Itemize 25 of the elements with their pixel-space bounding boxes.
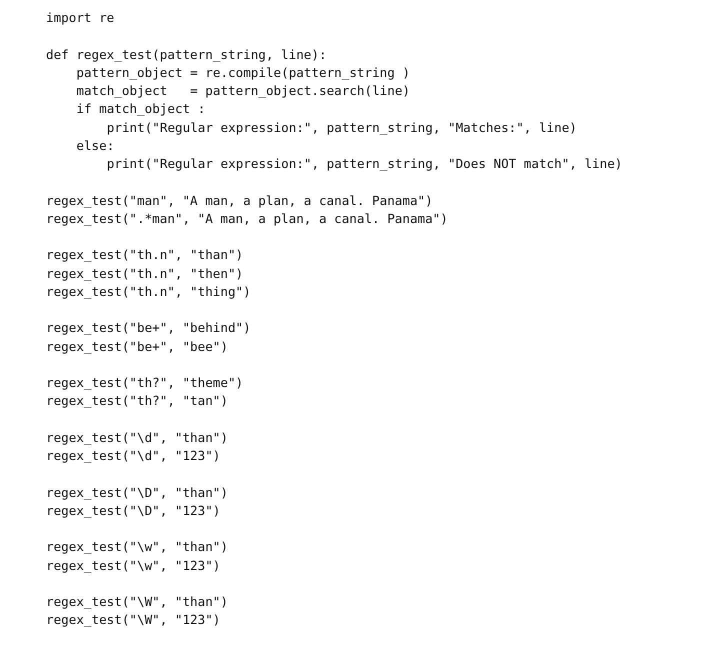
code-line: regex_test("\d", "than") — [46, 430, 228, 445]
code-line: import re — [46, 10, 114, 25]
code-line: regex_test("be+", "behind") — [46, 320, 251, 336]
code-line: if match_object : — [76, 101, 206, 116]
code-line: regex_test("th?", "tan") — [46, 393, 228, 408]
code-line: def regex_test(pattern_string, line): — [46, 46, 327, 62]
code-line: else: — [76, 138, 114, 153]
code-line: regex_test("\D", "than") — [46, 484, 228, 500]
code-line: regex_test(".*man", "A man, a plan, a canal. Panama") — [46, 210, 448, 226]
code-line: regex_test("th.n", "then") — [46, 266, 244, 280]
code-line: regex_test("\w", "than") — [46, 539, 228, 554]
code-line: regex_test("th?", "theme") — [46, 375, 244, 390]
code-line: regex_test("\W", "123") — [46, 612, 220, 628]
code-line: regex_test("\D", "123") — [46, 502, 220, 518]
code-line: regex_test("\W", "than") — [46, 594, 228, 609]
code-line: regex_test("be+", "bee") — [46, 338, 228, 354]
code-line: regex_test("\d", "123") — [46, 448, 220, 463]
code-line: regex_test("man", "A man, a plan, a canal. Panama") — [46, 192, 433, 208]
code-line: regex_test("\w", "123") — [46, 558, 220, 572]
code-line: regex_test("th.n", "thing") — [46, 284, 251, 299]
code-line: print("Regular expression:", pattern_string, "Does NOT match", line) — [106, 156, 622, 171]
code-line: regex_test("th.n", "than") — [46, 247, 244, 262]
code-line: pattern_object = re.compile(pattern_string ) — [76, 64, 410, 80]
code-line: match_object = pattern_object.search(line) — [76, 83, 410, 98]
code-line: print("Regular expression:", pattern_string, "Matches:", line) — [106, 120, 577, 134]
